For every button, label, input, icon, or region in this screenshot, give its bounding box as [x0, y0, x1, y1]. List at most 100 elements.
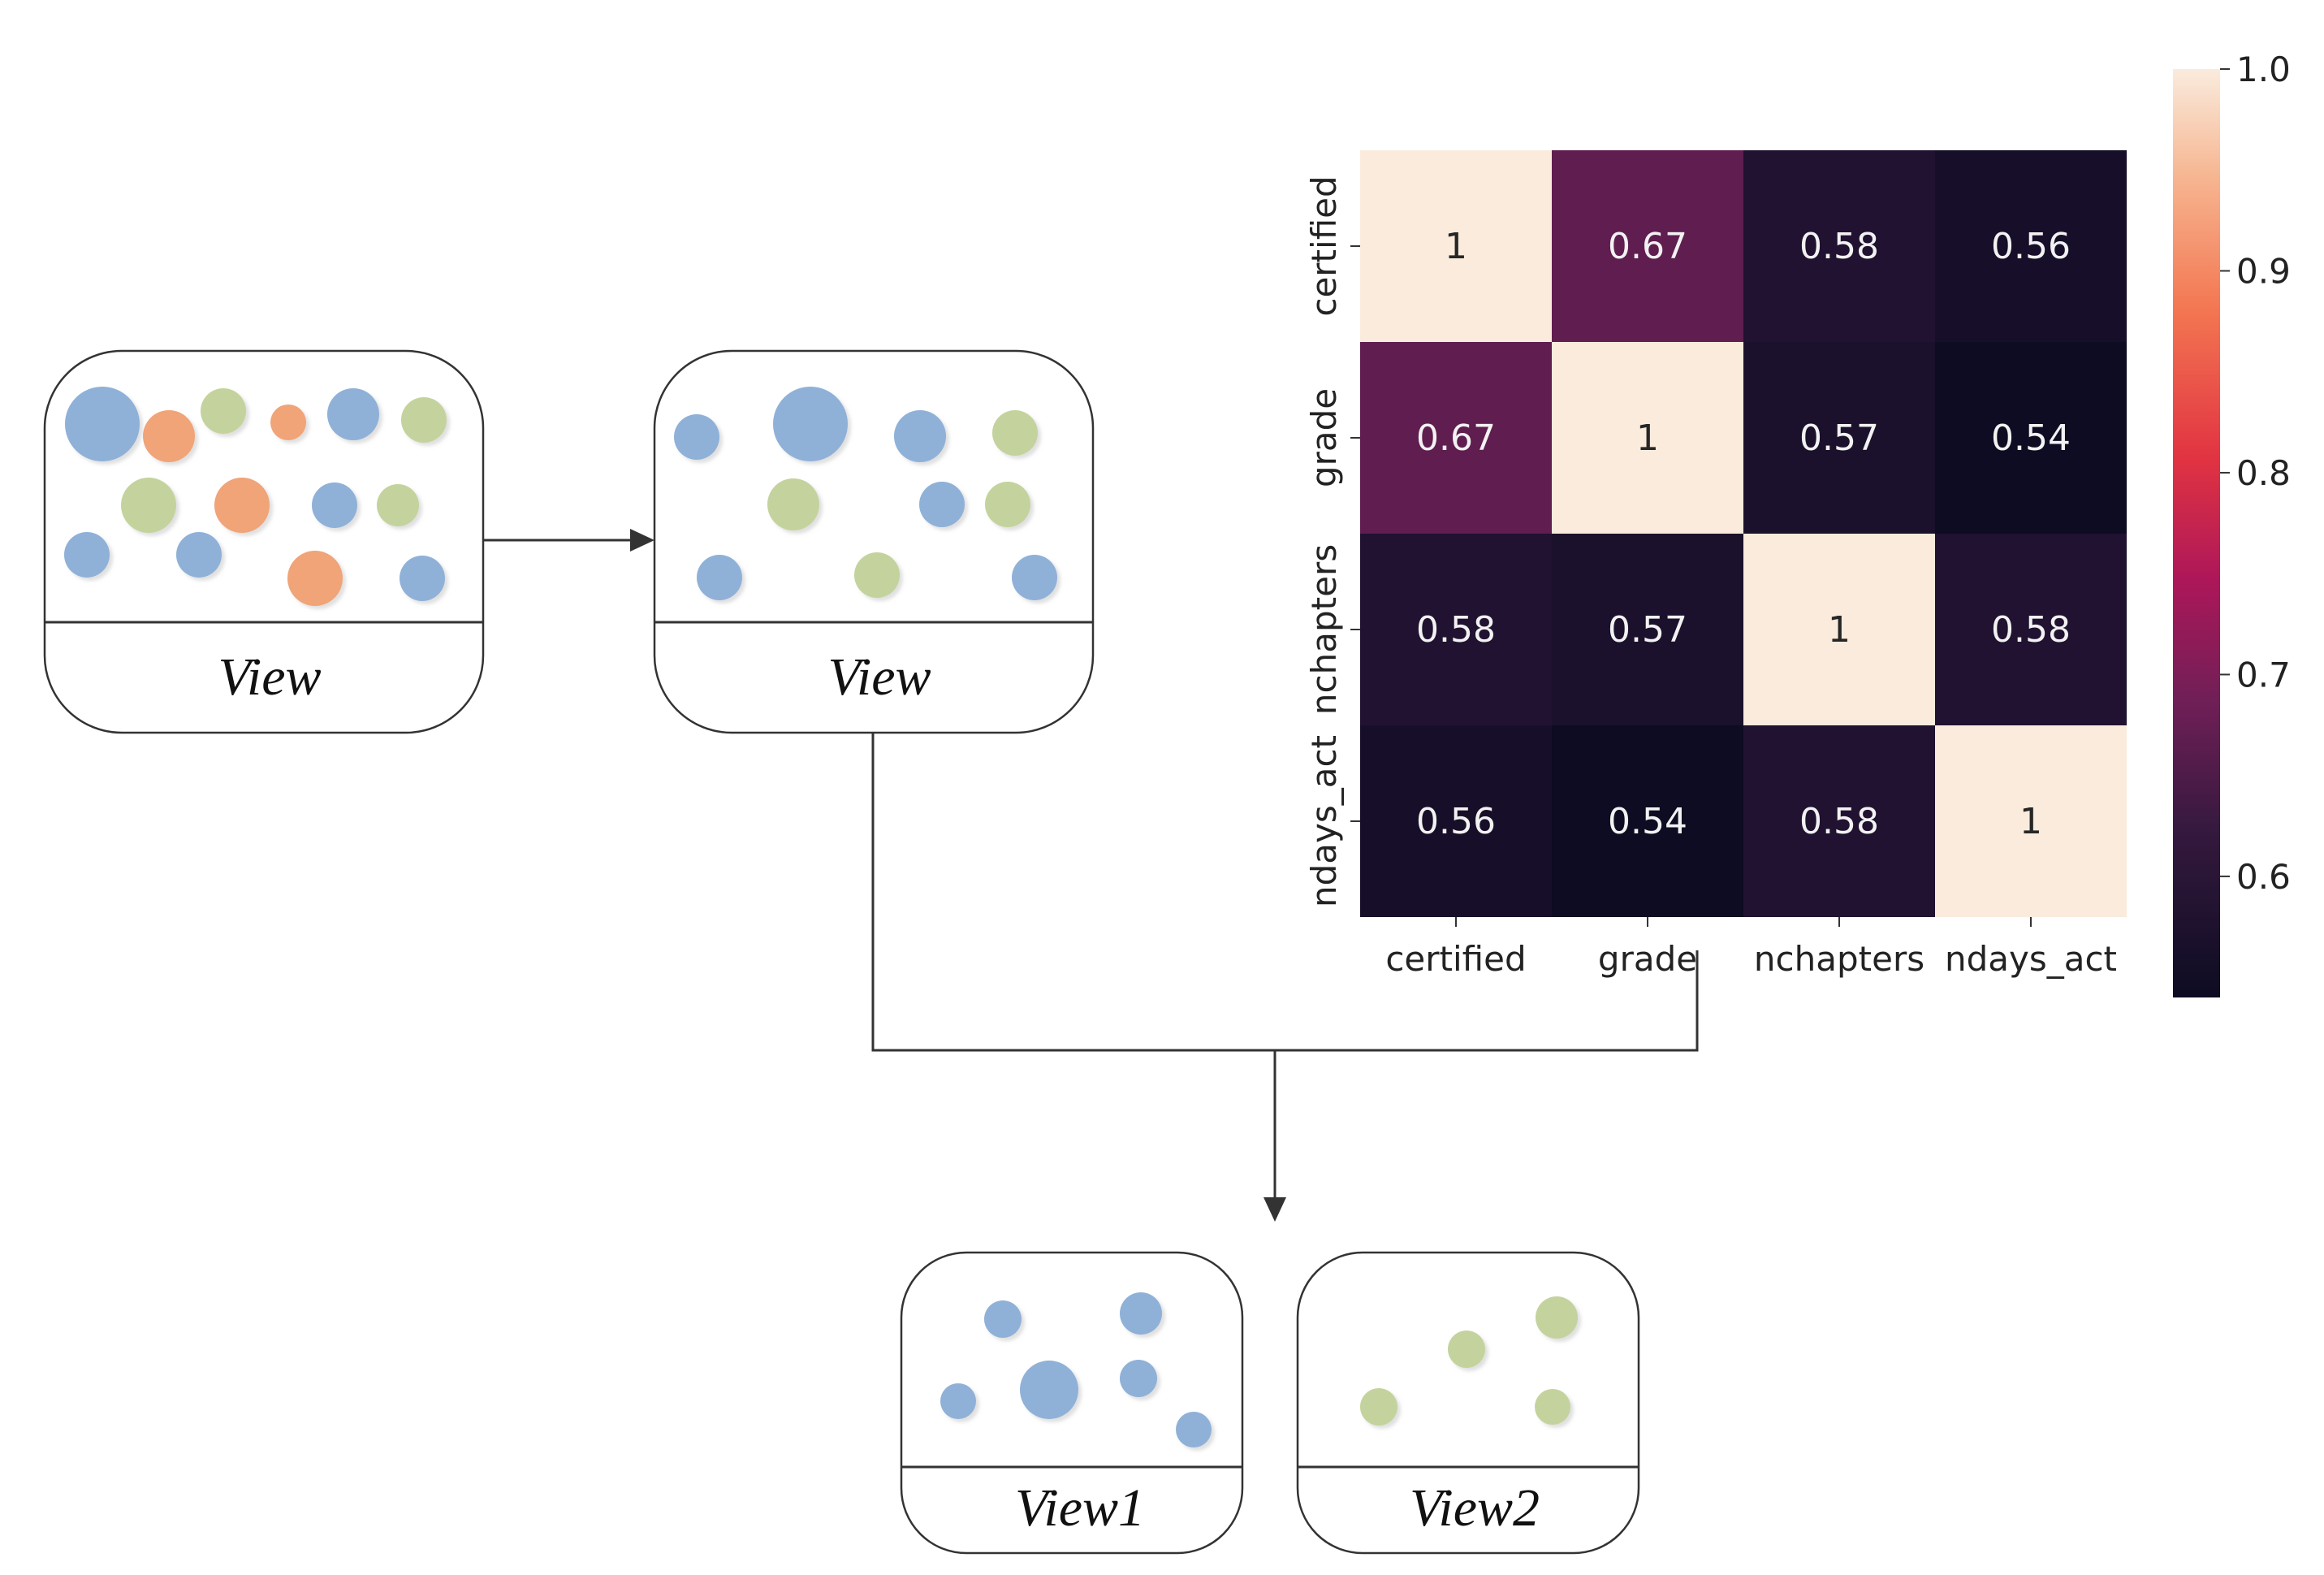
- arrowhead-down-icon: [1264, 1197, 1286, 1222]
- heatmap-cell-value: 0.56: [1416, 801, 1496, 842]
- heatmap-cell: [1360, 342, 1552, 534]
- heatmap-cell: [1935, 150, 2127, 342]
- view1-box-label: View1: [1015, 1478, 1145, 1538]
- heatmap-row-labels: certified grade nchapters ndays_act: [1304, 175, 1344, 907]
- heatmap-cell-value: 0.67: [1608, 226, 1687, 267]
- heatmap-cell-value: 0.56: [1991, 226, 2071, 267]
- connector-view-to-merge: [871, 733, 1699, 1052]
- heatmap-cell-value: 0.58: [1416, 609, 1496, 651]
- heatmap-cell: [1935, 725, 2127, 917]
- blue-dot: [674, 414, 719, 460]
- view-box-filtered: View: [653, 349, 1095, 734]
- y-tick-label: ndays_act: [1304, 735, 1344, 907]
- heatmap-cell: [1360, 534, 1552, 725]
- correlation-heatmap: 1 0.67 0.58 0.56 0.67 1 0.57 0.54 0.58 0.57 1 0.58 0…: [1304, 150, 2127, 979]
- x-tick-label: certified: [1385, 939, 1526, 979]
- x-tick-label: nchapters: [1754, 939, 1924, 979]
- heatmap-cell: [1935, 342, 2127, 534]
- green-dot: [1536, 1296, 1578, 1339]
- colorbar-tick-label: 0.6: [2236, 857, 2291, 897]
- heatmap-ticks: [1350, 245, 2032, 927]
- x-tick-label: grade: [1598, 939, 1697, 979]
- blue-dot: [65, 387, 140, 461]
- orange-dot: [214, 478, 270, 533]
- x-tick-label: ndays_act: [1945, 939, 2117, 979]
- blue-dot: [176, 532, 222, 578]
- view1-box: View1: [900, 1251, 1244, 1555]
- blue-dot: [1012, 555, 1057, 600]
- heatmap-cell: [1360, 725, 1552, 917]
- heatmap-cell-value: 0.58: [1799, 801, 1879, 842]
- blue-dot: [697, 555, 742, 600]
- heatmap-cell: [1552, 342, 1743, 534]
- heatmap-cell-value: 0.57: [1608, 609, 1687, 651]
- green-dot: [854, 552, 900, 598]
- heatmap-cell-value: 0.58: [1799, 226, 1879, 267]
- view2-box-dots: [1360, 1296, 1578, 1426]
- blue-dot: [1176, 1412, 1212, 1447]
- colorbar-gradient: [2173, 69, 2220, 997]
- blue-dot: [940, 1383, 976, 1419]
- heatmap-cell-value: 0.57: [1799, 418, 1879, 459]
- heatmap-cell: [1743, 150, 1935, 342]
- colorbar: 1.0 0.9 0.8 0.7 0.6: [2173, 50, 2291, 997]
- colorbar-tick-label: 1.0: [2236, 50, 2291, 89]
- blue-dot: [400, 556, 445, 601]
- green-dot: [1535, 1389, 1570, 1425]
- heatmap-cell-value: 1: [2019, 801, 2042, 842]
- green-dot: [121, 478, 176, 533]
- colorbar-tick-label: 0.8: [2236, 453, 2291, 493]
- heatmap-cell-value: 0.58: [1991, 609, 2071, 651]
- green-dot: [985, 482, 1030, 527]
- heatmap-cell: [1743, 534, 1935, 725]
- heatmap-cell-value: 1: [1636, 418, 1659, 459]
- blue-dot: [919, 482, 965, 527]
- green-dot: [401, 397, 447, 443]
- green-dot: [377, 484, 419, 526]
- heatmap-cell-value: 1: [1828, 609, 1851, 651]
- heatmap-cell: [1552, 150, 1743, 342]
- view-box-label: View: [827, 647, 931, 707]
- connectors: [483, 529, 1699, 1222]
- view2-box: View2: [1296, 1251, 1640, 1555]
- y-tick-label: certified: [1304, 175, 1344, 316]
- colorbar-tick-label: 0.7: [2236, 655, 2291, 694]
- heatmap-cell: [1552, 725, 1743, 917]
- orange-dot: [287, 551, 343, 606]
- blue-dot: [894, 410, 946, 462]
- colorbar-ticks: 1.0 0.9 0.8 0.7 0.6: [2220, 50, 2291, 897]
- green-dot: [767, 478, 819, 530]
- y-tick-label: nchapters: [1304, 544, 1344, 715]
- arrowhead-right-icon: [630, 529, 654, 552]
- blue-dot: [64, 532, 110, 578]
- heatmap-cell: [1552, 534, 1743, 725]
- view-box-dots: [674, 387, 1057, 600]
- green-dot: [1360, 1388, 1397, 1426]
- blue-dot: [1120, 1360, 1157, 1397]
- heatmap-cell-value: 0.67: [1416, 418, 1496, 459]
- blue-dot: [773, 387, 848, 461]
- colorbar-tick-label: 0.9: [2236, 251, 2291, 291]
- blue-dot: [312, 482, 357, 528]
- view2-box-label: View2: [1410, 1478, 1540, 1538]
- heatmap-cell: [1743, 342, 1935, 534]
- orange-dot: [270, 405, 306, 440]
- view1-box-dots: [940, 1292, 1212, 1447]
- heatmap-cell: [1360, 150, 1552, 342]
- heatmap-cell: [1743, 725, 1935, 917]
- heatmap-column-labels: certified grade nchapters ndays_act: [1385, 939, 2117, 979]
- y-tick-label: grade: [1304, 388, 1344, 487]
- orange-dot: [143, 410, 195, 462]
- blue-dot: [1120, 1292, 1162, 1335]
- green-dot: [201, 388, 246, 434]
- green-dot: [992, 410, 1038, 456]
- view-box-label: View: [218, 647, 321, 707]
- heatmap-cell-value: 1: [1445, 226, 1467, 267]
- blue-dot: [327, 388, 379, 440]
- view-box-dots: [64, 387, 447, 606]
- heatmap-cell-value: 0.54: [1991, 418, 2071, 459]
- heatmap-cell: [1935, 534, 2127, 725]
- heatmap-cells: 1 0.67 0.58 0.56 0.67 1 0.57 0.54 0.58 0.57 1 0.58 0…: [1360, 150, 2127, 917]
- blue-dot: [984, 1300, 1022, 1338]
